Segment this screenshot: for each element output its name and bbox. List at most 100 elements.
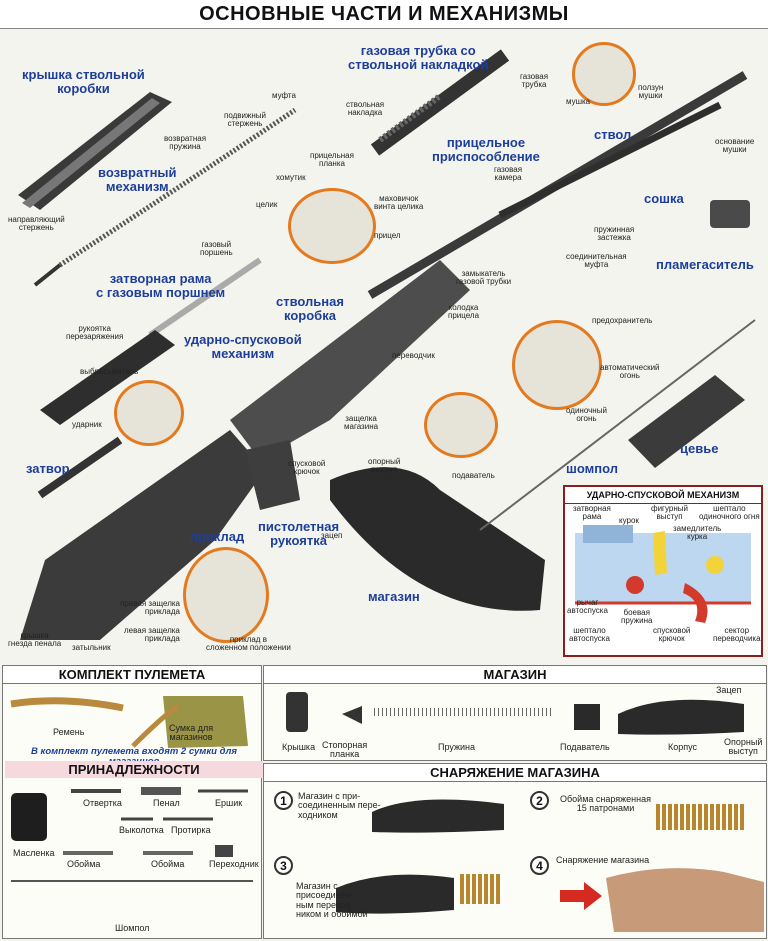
mag-support: Опорный выступ: [724, 737, 763, 757]
mag-spring: Пружина: [438, 742, 475, 752]
label-right-stock-latch: правая защелка приклада: [120, 599, 180, 617]
label-movable-rod: подвижный стержень: [224, 111, 266, 129]
label-connecting-sleeve: соединительная муфта: [566, 252, 627, 270]
label-rod: шомпол: [566, 461, 618, 476]
gas-piston-shape: [148, 257, 262, 338]
label-rear-sight: прицел: [374, 231, 401, 240]
label-bipod: сошка: [644, 191, 684, 206]
sight-inset: [288, 188, 376, 264]
label-bolt-carrier: затворная рама с газовым поршнем: [96, 271, 226, 300]
tb-selector-sector: сектор переводчика: [713, 626, 761, 644]
ejector-inset: [114, 380, 184, 446]
kit-bag-label: Сумка для магазинов: [169, 723, 214, 743]
loading-panel: СНАРЯЖЕНИЕ МАГАЗИНА 1 Магазин с при- сое…: [263, 763, 767, 939]
label-gas-piston: газовый поршень: [200, 240, 233, 258]
label-trigger-mech: ударно-спусковой механизм: [184, 332, 302, 361]
kit-artwork: [10, 696, 248, 748]
mag-hook: Зацеп: [716, 685, 742, 695]
acc-case: Пенал: [153, 798, 180, 808]
cleaning-rod-shape: [479, 319, 756, 531]
label-sight-leaf: прицельная планка: [310, 151, 354, 169]
tb-mainspring: боевая пружина: [621, 608, 653, 626]
acc-adapter: Переходник: [209, 859, 259, 869]
step-1-text: Магазин с при- соединенным пере- ходнико…: [298, 791, 381, 820]
label-single-fire: одиночный огонь: [566, 406, 607, 424]
label-front-sight: мушка: [566, 97, 591, 106]
label-follower: подаватель: [452, 471, 495, 480]
label-gas-chamber: газовая камера: [494, 165, 523, 183]
acc-clip2: Обойма: [151, 859, 185, 869]
accessories-artwork: [11, 787, 253, 882]
label-hook: зацеп: [321, 531, 343, 540]
magazine-panel: МАГАЗИН Крышка Стопорная планка Пружина …: [263, 665, 767, 761]
label-pistol-grip: пистолетная рукоятка: [258, 519, 340, 548]
label-case-lid: крышка гнезда пенала: [8, 631, 62, 649]
label-muzzle-sleeve: муфта: [272, 91, 296, 100]
mag-follower: Подаватель: [560, 742, 610, 752]
label-ejector: выбрасыватель: [80, 367, 139, 376]
red-arrow: [560, 882, 602, 910]
receiver-shape: [230, 260, 470, 460]
label-sight-block: колодка прицела: [448, 303, 480, 321]
magazine-shape: [330, 467, 545, 611]
label-guide-rod: направляющий стержень: [8, 215, 65, 233]
pistol-grip-shape: [245, 440, 300, 510]
label-charging-handle: рукоятка перезаряжения: [66, 324, 124, 342]
label-rear-sight-wheel: маховичок винта целика: [374, 194, 424, 212]
diagram-artwork: [18, 49, 756, 640]
bipod-shape: [498, 101, 722, 219]
step-3-text: Магазин с присоединен- ным переход- нико…: [296, 881, 368, 920]
bolt-carrier-shape: [40, 330, 175, 425]
label-support-lug: опорный выступ: [368, 457, 401, 475]
label-magazine: магазин: [368, 589, 420, 604]
label-firing-pin: ударник: [72, 420, 102, 429]
selector-inset: [512, 320, 602, 410]
step-1-number: 1: [274, 791, 293, 810]
acc-clip1: Обойма: [67, 859, 101, 869]
mag-cover: Крышка: [282, 742, 316, 752]
label-return-mechanism: возвратный механизм: [98, 165, 177, 194]
step-2-number: 2: [530, 791, 549, 810]
acc-screwdriver: Отвертка: [83, 798, 122, 808]
follower-inset: [424, 392, 498, 458]
step-4-number: 4: [530, 856, 549, 875]
label-sight: прицельное приспособление: [432, 135, 540, 164]
acc-punch: Выколотка: [119, 825, 164, 835]
step-2-text: Обойма снаряженная 15 патронами: [560, 794, 651, 814]
label-fire-selector: переводчик: [392, 351, 435, 360]
label-butt-plate: затыльник: [72, 643, 111, 652]
tb-shaped-lug: фигурный выступ: [651, 504, 688, 522]
tb-auto-lever: рычаг автоспуска: [567, 598, 608, 616]
label-rear-sight-notch: целик: [256, 200, 278, 209]
loading-title: СНАРЯЖЕНИЕ МАГАЗИНА: [264, 764, 766, 782]
trigger-mechanism-box: УДАРНО-СПУСКОВОЙ МЕХАНИЗМ затворная рама…: [563, 485, 763, 657]
label-auto-fire: автоматический огонь: [600, 363, 660, 381]
label-receiver-cover: крышка ствольной коробки: [22, 67, 145, 96]
flash-hider-shape: [710, 200, 750, 228]
label-barrel: ствол: [594, 127, 632, 142]
handguard-shape: [628, 375, 745, 468]
stock-latch-inset: [183, 547, 269, 643]
label-gas-tube: газовая трубка со ствольной накладкой: [348, 43, 489, 72]
label-receiver: ствольная коробка: [276, 294, 344, 323]
step-3-number: 3: [274, 856, 293, 875]
label-barrel-guard: ствольная накладка: [346, 100, 385, 118]
tb-trigger: спусковой крючок: [653, 626, 691, 644]
tb-hammer: курок: [619, 516, 639, 525]
mag-body: Корпус: [668, 742, 698, 752]
kit-belt-label: Ремень: [53, 727, 85, 737]
label-magazine-catch: защелка магазина: [344, 414, 379, 432]
label-gas-tube-sm: газовая трубка: [520, 72, 549, 90]
tb-hammer-retarder: замедлитель курка: [673, 524, 722, 542]
acc-brush: Ершик: [215, 798, 243, 808]
trigger-box-title: УДАРНО-СПУСКОВОЙ МЕХАНИЗМ: [565, 487, 761, 504]
label-trigger: спусковой крючок: [288, 459, 326, 477]
kit-title: КОМПЛЕКТ ПУЛЕМЕТА: [3, 666, 261, 684]
page-title: ОСНОВНЫЕ ЧАСТИ И МЕХАНИЗМЫ: [0, 0, 768, 29]
acc-rod: Шомпол: [115, 923, 150, 933]
label-safety: предохранитель: [592, 316, 653, 325]
tb-auto-sear: шептало автоспуска: [569, 626, 610, 644]
label-left-stock-latch: левая защелка приклада: [124, 626, 180, 644]
trigger-diagram: [575, 525, 751, 623]
acc-oiler: Масленка: [13, 848, 55, 858]
